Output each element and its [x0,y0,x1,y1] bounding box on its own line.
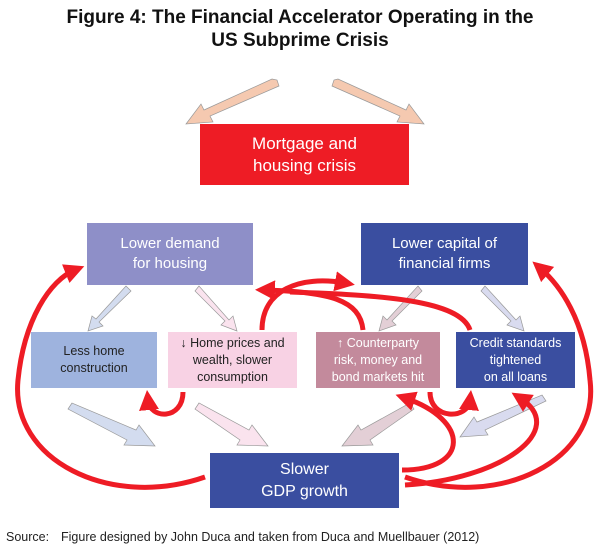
feedback-gdp-to-credit [404,392,539,488]
node-mortgage-housing-crisis: Mortgage and housing crisis [200,124,409,185]
feedback-counterparty-to-demand [255,280,366,331]
node-label: Lower demand for housing [120,235,220,272]
source-label: Source: [6,530,50,544]
arrow-demand-to-construction [87,285,132,332]
node-label: Lower capital of financial firms [391,235,498,272]
source-note: Source: Figure designed by John Duca and … [6,530,479,544]
node-label: Slower GDP growth [261,460,348,500]
arrow-mortgage-to-capital [331,78,425,125]
feedback-credit-to-demand [289,289,473,332]
feedback-homeprices-loop [139,390,186,417]
feedback-gdp-to-capital [404,261,594,490]
node-less-home-construction: Less home construction [31,332,157,388]
node-label: ↑ Counterparty risk, money and bond mark… [331,335,425,384]
node-slower-gdp-growth: Slower GDP growth [210,453,399,508]
node-counterparty-risk: ↑ Counterparty risk, money and bond mark… [316,332,440,388]
node-label: Credit standards tightened on all loans [469,335,562,384]
arrow-capital-to-credit [480,285,525,332]
node-label: Mortgage and housing crisis [252,133,357,175]
node-home-prices-consumption: ↓ Home prices and wealth, slower consump… [168,332,297,388]
arrow-demand-to-homeprices [194,285,238,332]
source-text: Figure designed by John Duca and taken f… [61,530,480,544]
node-credit-standards-tightened: Credit standards tightened on all loans [456,332,575,388]
arrow-homeprices-to-gdp [194,402,269,447]
arrow-construction-to-gdp [67,402,156,447]
figure-title: Figure 4: The Financial Accelerator Oper… [66,7,534,51]
feedback-homeprices-to-capital [259,271,355,331]
feedback-counterparty-credit-loop [427,390,479,417]
node-label: ↓ Home prices and wealth, slower consump… [180,335,285,384]
arrow-mortgage-to-demand [185,78,280,125]
feedback-gdp-to-counterparty [395,391,456,473]
node-lower-demand-housing: Lower demand for housing [87,223,253,285]
arrow-capital-to-counterparty [378,285,423,332]
arrow-counterparty-to-gdp [341,402,415,447]
node-lower-capital-financial-firms: Lower capital of financial firms [361,223,528,285]
node-label: Less home construction [60,344,128,375]
feedback-gdp-to-demand [15,264,206,490]
